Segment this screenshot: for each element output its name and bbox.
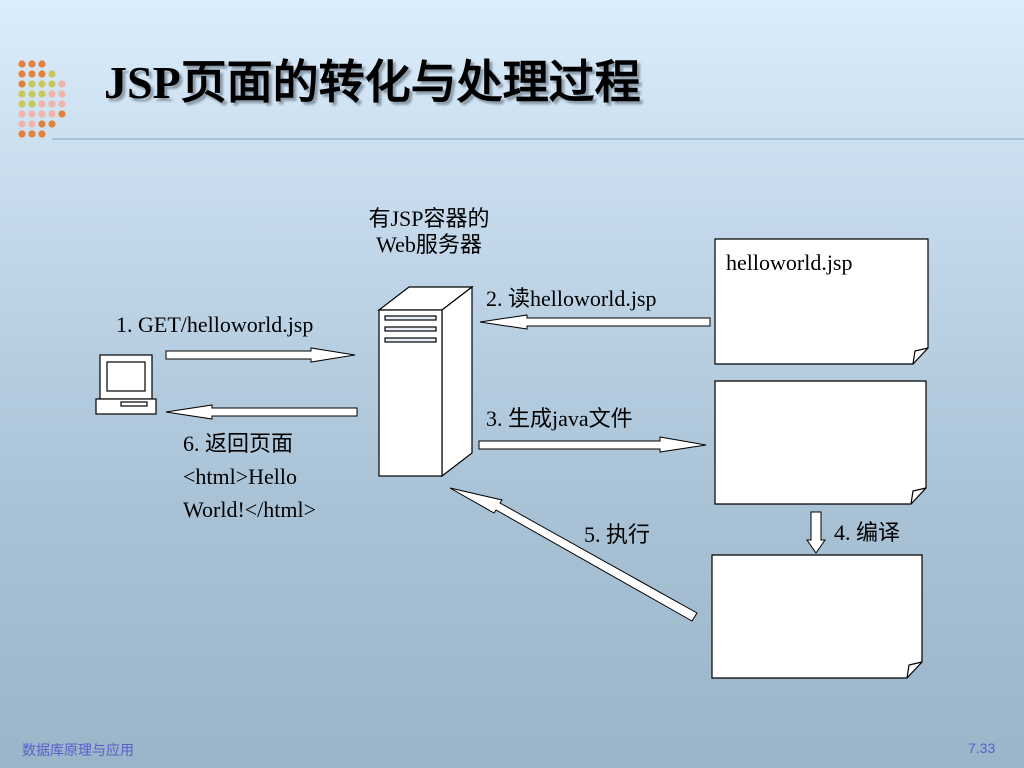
decorative-dot [28,90,36,98]
decorative-dot [58,100,66,108]
footer-course-name: 数据库原理与应用 [22,743,134,759]
arrow-read-jsp [479,314,711,330]
step-2-label: 2. 读helloworld.jsp [486,286,657,311]
decorative-dot [38,60,46,68]
decorative-dot [48,80,56,88]
decorative-dot [48,70,56,78]
jsp-file-label: helloworld.jsp [726,250,853,275]
decorative-dot [38,100,46,108]
server-tower-icon [377,285,474,478]
decorative-dot [48,100,56,108]
client-computer-icon [95,354,157,415]
decorative-dot [18,80,26,88]
step-3-label: 3. 生成java文件 [486,406,633,431]
decorative-dot [18,100,26,108]
decorative-dot [38,130,46,138]
arrow-request [165,347,356,363]
step-4-label: 4. 编译 [834,520,901,545]
decorative-dot [18,130,26,138]
decorative-dot [38,90,46,98]
footer-page-number: 7.33 [968,740,996,756]
decorative-dot [28,120,36,128]
decorative-dot [38,110,46,118]
decorative-dot [28,70,36,78]
decorative-dot [28,100,36,108]
decorative-dot-grid [18,60,66,138]
server-label-line-1: 有JSP容器的 [368,206,490,231]
title-underline [52,138,1024,140]
decorative-dot [38,120,46,128]
arrow-generate-java [478,436,707,453]
decorative-dot [48,120,56,128]
decorative-dot [38,80,46,88]
step-6-line-1: 6. 返回页面 [183,431,294,456]
arrow-response [165,404,358,420]
decorative-dot [18,120,26,128]
step-5-label: 5. 执行 [584,522,651,547]
step-1-label: 1. GET/helloworld.jsp [116,312,314,337]
decorative-dot [28,80,36,88]
decorative-dot [38,70,46,78]
document-java [714,380,927,505]
step-6-line-3: World!</html> [183,497,317,522]
title-underline-secondary [52,142,1024,143]
step-6-label: 6. 返回页面 <html>Hello World!</html> [183,427,316,526]
server-label: 有JSP容器的 Web服务器 [348,206,510,259]
decorative-dot [18,70,26,78]
decorative-dot [58,80,66,88]
decorative-dot [58,110,66,118]
document-jsp [714,238,929,365]
decorative-dot [18,60,26,68]
server-label-line-2: Web服务器 [376,232,482,258]
step-6-line-2: <html>Hello [183,464,298,489]
decorative-dot [18,110,26,118]
decorative-dot [48,110,56,118]
arrow-compile [806,511,826,554]
arrow-execute [449,487,698,622]
decorative-dot [28,130,36,138]
decorative-dot [28,110,36,118]
document-class [711,554,923,679]
decorative-dot [28,60,36,68]
decorative-dot [18,90,26,98]
decorative-dot [58,90,66,98]
slide-title: JSP页面的转化与处理过程 [104,57,641,108]
decorative-dot [48,90,56,98]
